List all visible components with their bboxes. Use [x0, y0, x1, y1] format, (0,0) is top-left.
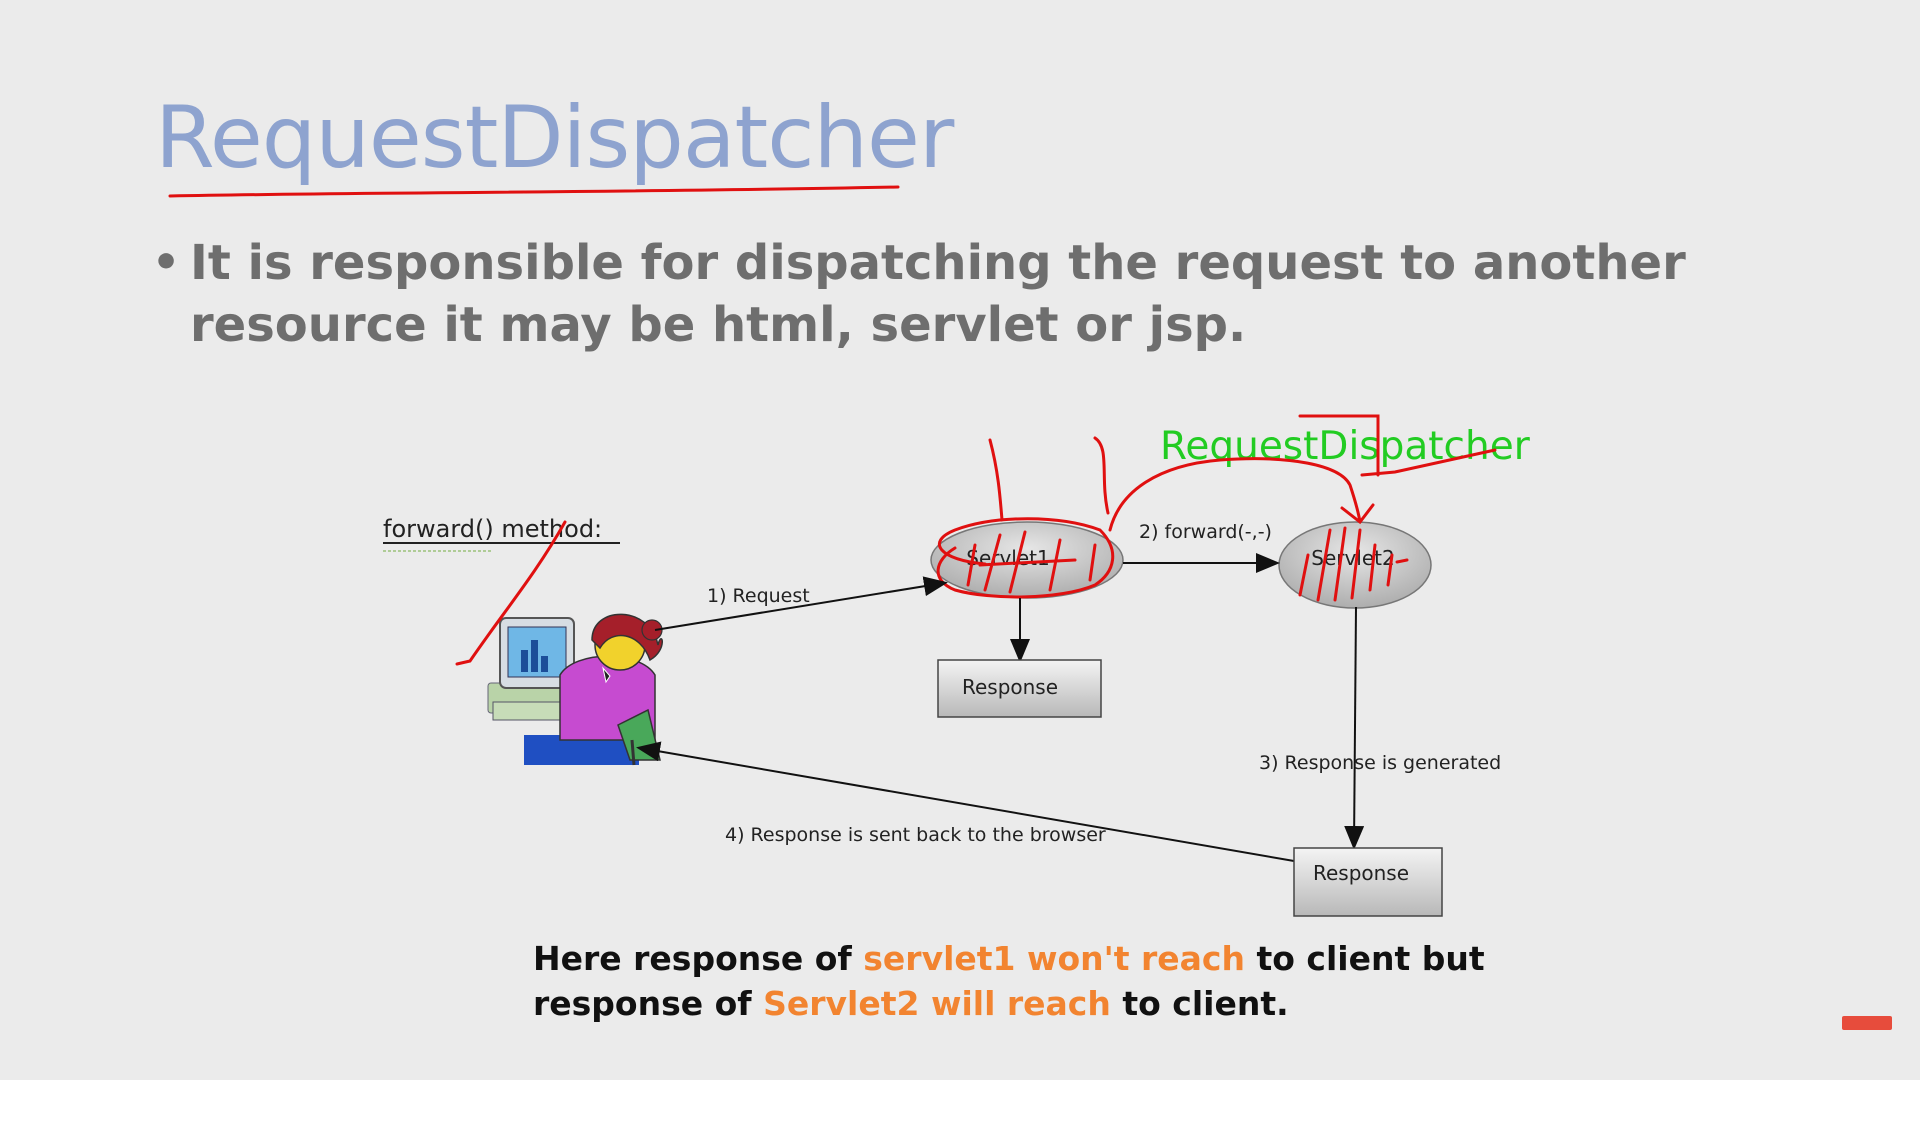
bullet-text: It is responsible for dispatching the re… [190, 235, 1686, 353]
caption-highlight-servlet1: servlet1 won't reach [863, 939, 1245, 978]
edge-label-sent-back: 4) Response is sent back to the browser [725, 824, 1106, 846]
response-box-servlet2: Response [1293, 847, 1443, 917]
edge-label-generated: 3) Response is generated [1259, 752, 1501, 774]
response-box-servlet1: Response [937, 659, 1102, 718]
title-underline-annotation [168, 185, 900, 198]
arrow-sent-back [636, 741, 1295, 862]
response-box1-label: Response [962, 675, 1058, 699]
servlet1-scribble-annotation [936, 436, 1115, 599]
response-box2-label: Response [1313, 861, 1409, 885]
servlet1-node: Servlet1 [930, 521, 1124, 599]
servlet2-scribble-annotation [1298, 526, 1409, 602]
servlet1-label: Servlet1 [966, 546, 1050, 570]
arrow-generated [1344, 606, 1365, 850]
slide: RequestDispatcher • It is responsible fo… [0, 0, 1920, 1080]
caption-part3: to client but response of [533, 939, 1485, 1023]
handwritten-annotation-label: RequestDispatcher [1160, 424, 1531, 469]
subscribe-badge[interactable] [1842, 1016, 1892, 1030]
slide-title: RequestDispatcher [155, 88, 954, 188]
caption-part1: Here response of [533, 939, 864, 978]
caption-part5: to client. [1110, 984, 1289, 1023]
bullet-point: • It is responsible for dispatching the … [152, 232, 1792, 356]
client-user-icon [487, 613, 663, 766]
arrow-request [654, 576, 948, 631]
caption: Here response of servlet1 won't reach to… [533, 936, 1533, 1026]
caption-highlight-servlet2: Servlet2 will reach [763, 984, 1111, 1023]
edge-label-forward: 2) forward(-,-) [1139, 521, 1272, 543]
forward-curve-annotation [1108, 414, 1497, 532]
bullet-marker: • [152, 237, 181, 288]
method-heading: forward() method: [383, 515, 602, 543]
edge-label-request: 1) Request [707, 585, 810, 607]
client-tick-annotation [455, 520, 567, 666]
